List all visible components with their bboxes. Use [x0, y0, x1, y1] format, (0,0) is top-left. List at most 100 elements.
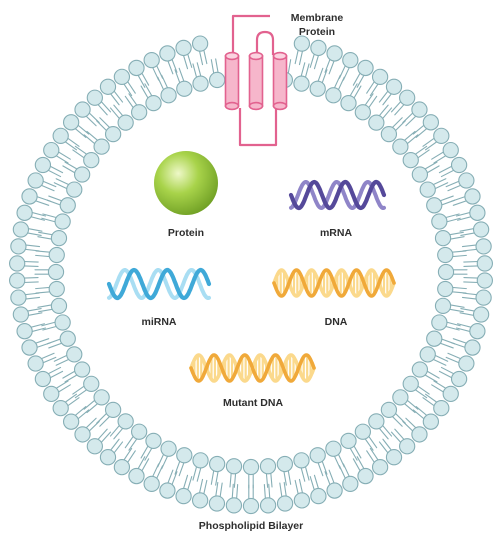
helix-front-strand: [106, 267, 212, 301]
lipid-head: [371, 68, 389, 85]
lipid-head: [293, 492, 311, 509]
lipid-head: [342, 475, 359, 493]
lipid-head: [242, 497, 260, 515]
lipid-head: [50, 229, 68, 247]
lipid-head: [34, 370, 52, 388]
lipid-head: [9, 255, 26, 272]
lipid-head: [464, 339, 481, 356]
lipid-head: [12, 306, 30, 323]
lipid-head: [450, 370, 468, 388]
lipid-head: [21, 339, 38, 356]
lipid-head: [54, 213, 71, 230]
lipid-heads: [9, 35, 493, 515]
lipid-head: [411, 101, 428, 118]
lipid-head: [437, 246, 454, 264]
lipid-head: [62, 114, 80, 131]
lipid-head: [242, 458, 260, 476]
lipid-head: [208, 455, 226, 473]
lipid-head: [50, 297, 68, 315]
lipid-head: [431, 314, 448, 331]
lipid-head: [59, 197, 76, 214]
lipid-head: [354, 104, 371, 121]
lipid-head: [433, 400, 450, 417]
lipid-head: [357, 59, 374, 77]
lipid-head: [48, 280, 65, 298]
lipid-head: [86, 438, 103, 455]
lipid-head: [371, 459, 389, 476]
lipid-head: [143, 475, 160, 493]
lipid-head: [411, 166, 429, 183]
lipid-head: [340, 94, 357, 112]
lipid-head: [458, 355, 475, 372]
lipid-head: [73, 361, 91, 378]
lipid-head: [16, 204, 33, 221]
helix-cylinder-body: [224, 55, 240, 107]
protein-sphere-icon: [154, 151, 218, 215]
lipid-head: [437, 263, 455, 281]
lipid-head: [27, 355, 44, 372]
lipid-head: [309, 447, 326, 464]
lipid-head: [402, 152, 419, 169]
membrane-protein-label-line2: Protein: [299, 26, 335, 38]
membrane-protein-label-line1: Membrane: [291, 12, 344, 24]
lipid-head: [225, 458, 243, 475]
lipid-head: [99, 78, 117, 95]
lipid-head: [54, 314, 71, 331]
lipid-head: [145, 432, 162, 450]
lipid-head: [52, 127, 69, 144]
helix-back-strand: [289, 179, 386, 211]
lipid-head: [476, 272, 493, 289]
lipid-head: [104, 401, 122, 419]
lipid-head: [310, 487, 327, 505]
lipid-head: [276, 455, 294, 473]
phospholipid-bilayer: [9, 35, 493, 515]
lipid-head: [259, 497, 277, 514]
mirna-label: miRNA: [141, 316, 176, 328]
lipid-head: [128, 59, 145, 77]
lipid-head: [476, 255, 493, 272]
lipid-head: [357, 467, 374, 485]
lipid-head: [293, 75, 310, 92]
lipid-head: [66, 346, 83, 363]
lipid-head: [143, 51, 160, 69]
lipid-head: [419, 181, 436, 198]
lipid-head: [9, 272, 26, 289]
lipid-head: [422, 413, 440, 430]
lipid-head: [208, 71, 226, 89]
protein-label: Protein: [168, 227, 204, 239]
lipid-head: [47, 263, 65, 281]
lipid-head: [380, 125, 398, 143]
helix-cylinder-top: [272, 51, 288, 61]
lipid-head: [426, 197, 443, 214]
lipid-head: [342, 51, 359, 69]
lipid-head: [437, 280, 454, 298]
lipid-head: [475, 289, 492, 306]
lipid-head: [399, 89, 416, 106]
lipid-head: [131, 423, 148, 440]
lipid-head: [159, 45, 176, 62]
mrna-label: mRNA: [320, 227, 353, 239]
helix-cylinder-body: [272, 55, 288, 107]
phospholipid-bilayer-label: Phospholipid Bilayer: [199, 520, 303, 532]
lipid-head: [419, 346, 436, 363]
dna-double-helix-icon: [272, 268, 396, 298]
lipid-head: [380, 401, 398, 419]
lipid-head: [458, 172, 475, 189]
lipid-head: [399, 438, 416, 455]
lipid-head: [472, 221, 490, 238]
lipid-head: [52, 400, 69, 417]
lipid-head: [208, 495, 226, 512]
helix-front-strand: [288, 179, 387, 211]
lipid-head: [86, 89, 103, 106]
lipid-head: [411, 361, 429, 378]
lipid-head: [34, 156, 52, 174]
mutant-dna-label: Mutant DNA: [223, 397, 283, 409]
lipid-head: [385, 78, 403, 95]
lipid-head: [475, 238, 492, 255]
lipid-head: [411, 426, 428, 443]
helix-cylinder-bottom: [272, 101, 288, 111]
lipid-head: [128, 467, 145, 485]
lipid-head: [325, 440, 342, 457]
lipid-head: [43, 385, 60, 403]
